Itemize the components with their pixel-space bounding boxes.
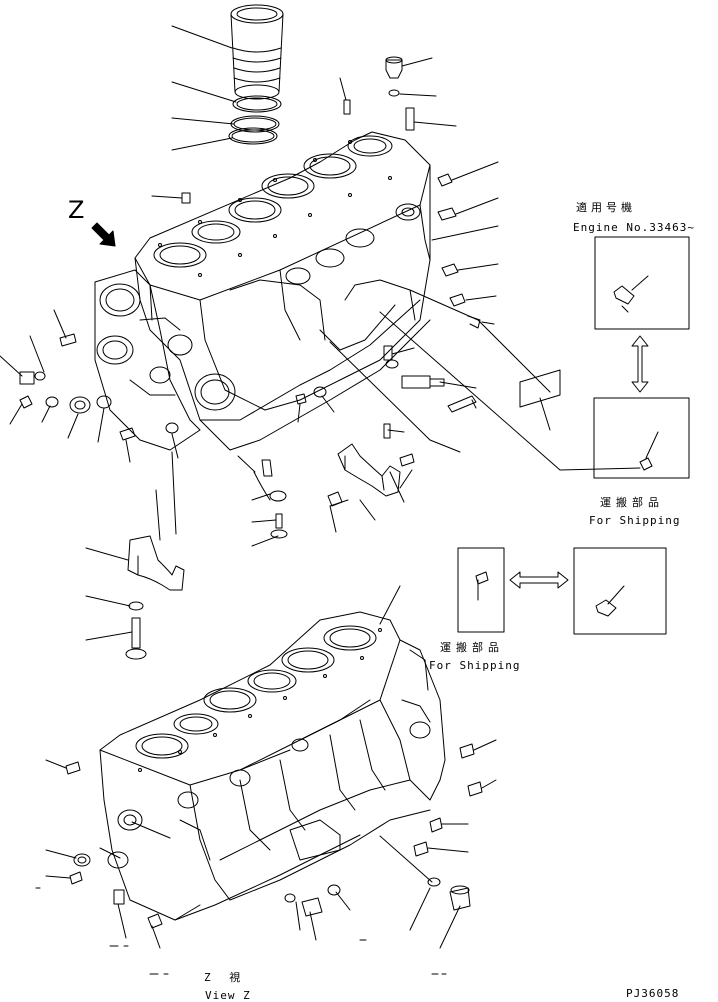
- bearing-cap-center: [253, 423, 415, 539]
- cylinder-block-view-z: [99, 611, 446, 921]
- small-parts-top: [19, 56, 561, 441]
- double-arrows: [509, 335, 649, 589]
- view-z-label-en: View Z: [205, 989, 251, 1002]
- cylinder-liner: [228, 4, 284, 145]
- label-dashes: [35, 887, 447, 975]
- view-z-arrow: [91, 222, 116, 247]
- applicable-engine-label-en: Engine No.33463~: [573, 221, 695, 234]
- drawing-number: PJ36058: [626, 987, 680, 1000]
- leader-lines-bottom: [45, 585, 497, 949]
- shipping-label-jp-2: 運搬部品: [440, 641, 504, 654]
- leader-lines-top: [0, 25, 641, 641]
- shipping-label-jp-1: 運搬部品: [600, 496, 664, 509]
- detail-boxes: [457, 236, 690, 635]
- cylinder-block-top: [94, 131, 431, 451]
- small-parts-bottom: [65, 743, 483, 929]
- shipping-label-en-1: For Shipping: [589, 514, 681, 527]
- applicable-engine-label-jp: 適用号機: [576, 201, 636, 214]
- view-z-label-jp: Z 視: [204, 971, 247, 984]
- view-z-marker: Z: [68, 196, 85, 224]
- shipping-label-en-2: For Shipping: [429, 659, 521, 672]
